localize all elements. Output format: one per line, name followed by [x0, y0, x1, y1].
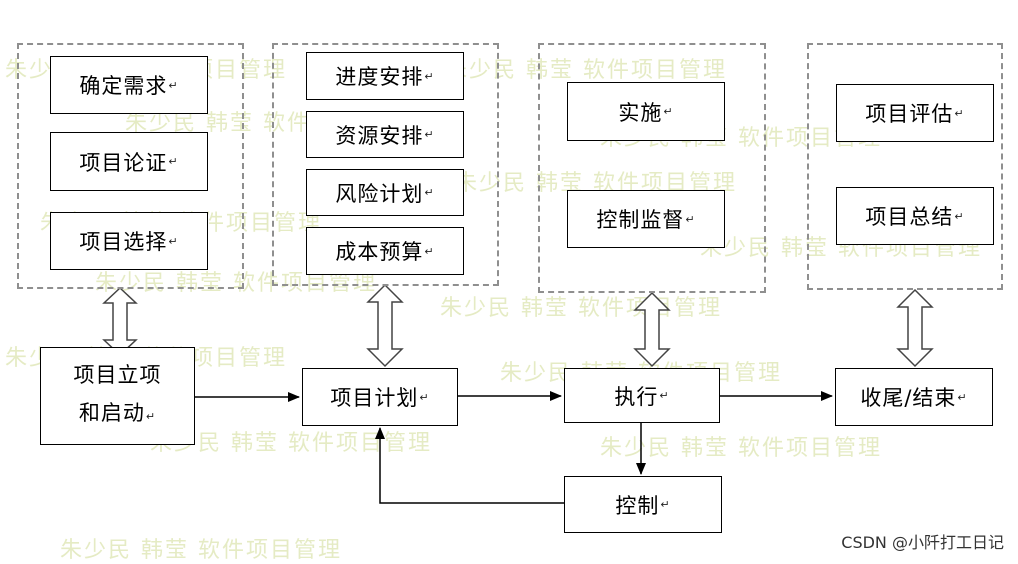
csdn-credit: CSDN @小阡打工日记: [841, 533, 1004, 552]
resources-label: 资源安排: [335, 123, 424, 148]
requirements-label: 确定需求: [79, 74, 168, 98]
plan-main-box: 项目计划↵: [302, 368, 458, 426]
double-arrow-initiation: [102, 286, 138, 357]
paragraph-mark: ↵: [660, 498, 671, 511]
paragraph-mark: ↵: [424, 244, 435, 258]
implementation-label: 实施: [618, 100, 663, 125]
paragraph-mark: ↵: [424, 128, 435, 141]
paragraph-mark: ↵: [954, 209, 965, 223]
paragraph-mark: ↵: [957, 390, 968, 404]
feasibility-box: 项目论证↵: [50, 132, 208, 191]
paragraph-mark: ↵: [424, 186, 435, 199]
selection-label: 项目选择: [79, 230, 168, 254]
close-main-box: 收尾/结束↵: [835, 368, 993, 426]
control-main-box: 控制↵: [564, 476, 722, 533]
schedule-box: 进度安排↵: [306, 52, 464, 100]
budget-label: 成本预算: [335, 240, 424, 264]
paragraph-mark: ↵: [168, 155, 179, 168]
paragraph-mark: ↵: [663, 105, 674, 118]
paragraph-mark: ↵: [419, 390, 430, 404]
double-arrow-execution: [633, 291, 671, 368]
risk-plan-box: 风险计划↵: [306, 169, 464, 216]
paragraph-mark: ↵: [659, 389, 670, 402]
arrow-control-to-plan: [375, 427, 564, 504]
initiation-main-box: 项目立项 和启动↵: [40, 347, 195, 445]
execution-group: [538, 43, 766, 293]
paragraph-mark: ↵: [954, 106, 965, 120]
requirements-box: 确定需求↵: [50, 56, 208, 114]
evaluation-label: 项目评估: [865, 102, 954, 126]
paragraph-mark: ↵: [424, 69, 435, 83]
monitoring-label: 控制监督: [596, 208, 685, 232]
execute-main-label: 执行: [614, 384, 659, 409]
paragraph-mark: ↵: [168, 78, 179, 92]
initiation-main-line1: 项目立项: [73, 363, 162, 387]
selection-box: 项目选择↵: [50, 212, 208, 270]
initiation-group: [17, 43, 244, 289]
resources-box: 资源安排↵: [306, 111, 464, 158]
paragraph-mark: ↵: [145, 410, 157, 423]
plan-main-label: 项目计划: [330, 386, 419, 410]
summary-label: 项目总结: [865, 205, 954, 229]
close-main-label: 收尾/结束: [860, 386, 957, 410]
summary-box: 项目总结↵: [836, 187, 994, 245]
double-arrow-closing: [896, 288, 934, 368]
feasibility-label: 项目论证: [79, 150, 168, 175]
schedule-label: 进度安排: [335, 65, 424, 89]
execute-main-box: 执行↵: [564, 368, 720, 423]
initiation-main-line2: 和启动: [78, 401, 145, 425]
planning-group: [272, 43, 499, 286]
evaluation-box: 项目评估↵: [836, 84, 994, 142]
double-arrow-planning: [366, 283, 404, 368]
paragraph-mark: ↵: [168, 234, 179, 248]
monitoring-box: 控制监督↵: [567, 190, 725, 248]
paragraph-mark: ↵: [685, 212, 696, 226]
budget-box: 成本预算↵: [306, 227, 464, 275]
risk-plan-label: 风险计划: [335, 181, 424, 206]
control-main-label: 控制: [615, 493, 660, 518]
closing-group: [807, 43, 1003, 290]
implementation-box: 实施↵: [567, 82, 725, 141]
